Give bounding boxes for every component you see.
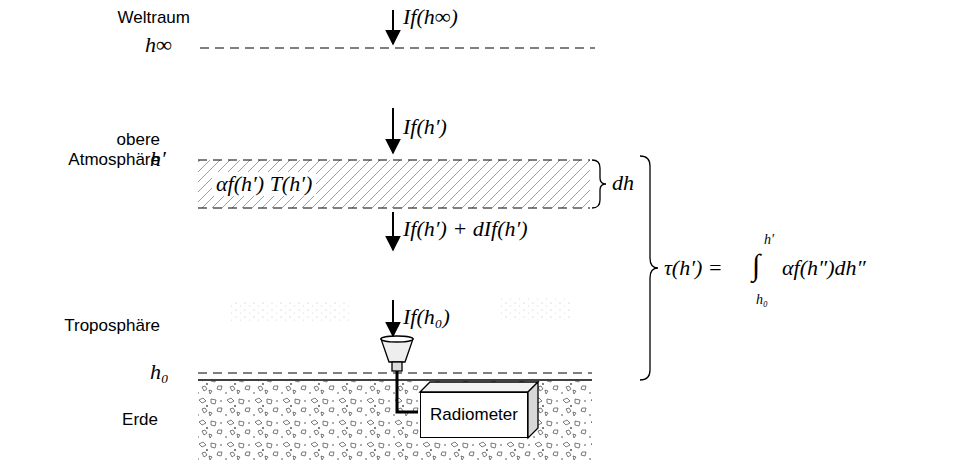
formula-part: τ(h′) =: [664, 255, 723, 280]
node-text: Radiometer: [430, 405, 518, 425]
dashed-levels: [198, 48, 595, 373]
integral-limit: h′: [764, 232, 774, 248]
absorbing-layer-shape: [198, 160, 590, 208]
height-symbol: h′: [150, 146, 166, 171]
intensity-label: If(h′): [403, 114, 447, 139]
formula-part: αf(h″)dh″: [782, 255, 866, 280]
absorbing-layer: αf(h′) T(h′): [198, 160, 590, 208]
integral-sign: ∫: [752, 248, 760, 283]
horn-antenna: [381, 336, 418, 412]
region-label: obere Atmosphäre: [50, 130, 160, 169]
box-face: [528, 382, 538, 438]
radiometer-housing: [420, 382, 538, 438]
region-label: Troposphäre: [64, 316, 160, 336]
earth-ground: [198, 380, 592, 463]
region-label: Weltraum: [118, 8, 190, 28]
intensity-label: If(h₀): [403, 304, 450, 329]
height-symbol: h∞: [145, 32, 172, 57]
thickness-label: dh: [612, 170, 634, 195]
intensity-label: If(h∞): [403, 4, 458, 29]
braces: [592, 156, 658, 380]
integral-limit: h₀: [756, 292, 768, 308]
height-symbol: h₀: [150, 359, 169, 384]
region-label: Erde: [122, 410, 158, 430]
troposphere-haze: [230, 298, 570, 322]
box-face: [420, 382, 538, 392]
radiometer-box: Radiometer: [420, 392, 528, 438]
intensity-label: If(h′) + dIf(h′): [403, 216, 528, 241]
node-text: αf(h′) T(h′): [212, 172, 316, 196]
radiation-arrows: [392, 10, 394, 336]
